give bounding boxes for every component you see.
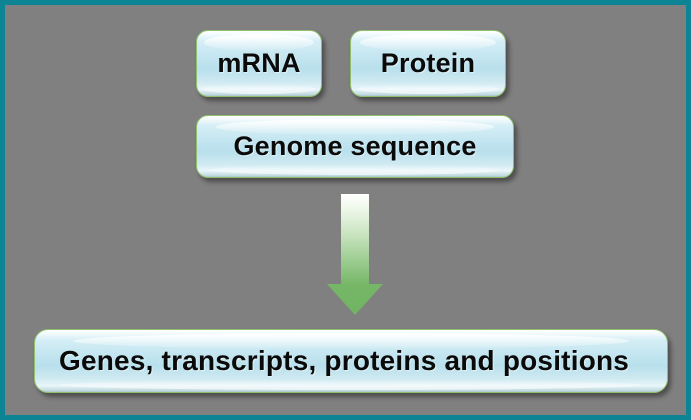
down-arrow-icon xyxy=(326,194,384,316)
node-genome-sequence-label: Genome sequence xyxy=(233,131,477,161)
node-output: Genes, transcripts, proteins and positio… xyxy=(34,329,668,393)
node-protein-label: Protein xyxy=(380,48,476,78)
node-mrna: mRNA xyxy=(196,30,322,97)
node-protein: Protein xyxy=(350,30,506,97)
node-mrna-label: mRNA xyxy=(217,48,301,78)
node-output-label: Genes, transcripts, proteins and positio… xyxy=(59,345,630,376)
node-genome-sequence: Genome sequence xyxy=(196,115,514,178)
